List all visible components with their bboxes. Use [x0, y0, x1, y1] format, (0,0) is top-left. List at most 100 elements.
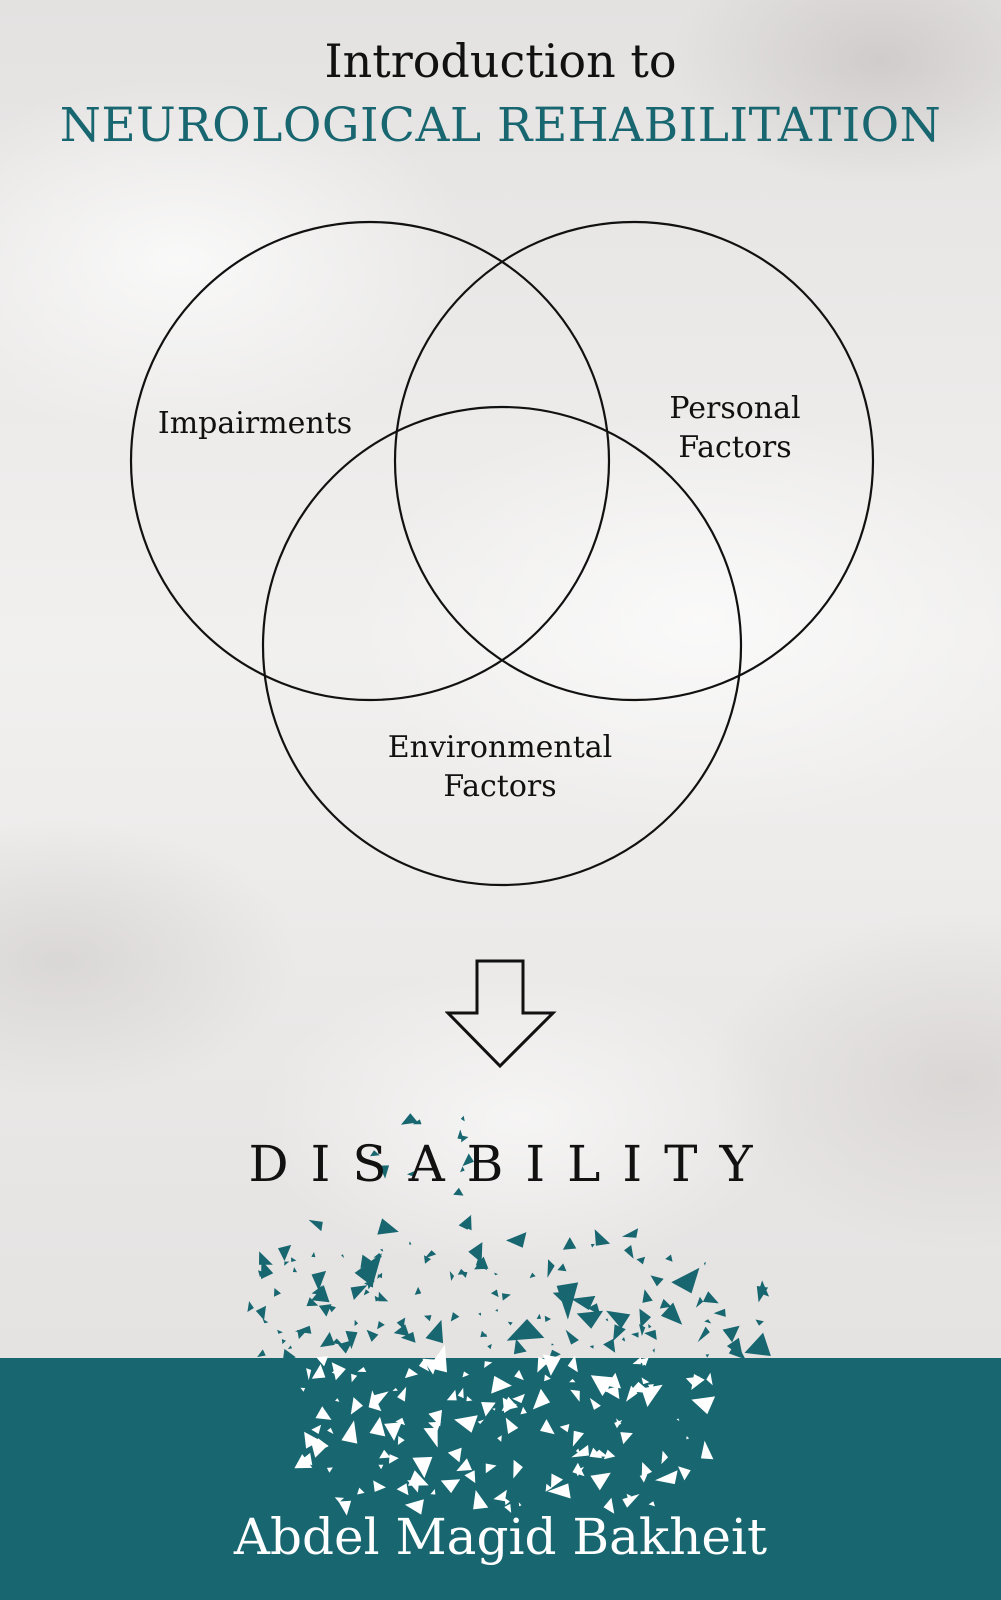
- shard: [247, 1301, 254, 1312]
- shard: [311, 1424, 322, 1434]
- shard: [703, 1261, 706, 1266]
- shard: [571, 1295, 596, 1310]
- shard: [576, 1310, 604, 1329]
- shard: [345, 1330, 358, 1350]
- shard: [326, 1467, 333, 1473]
- shard: [544, 1315, 551, 1322]
- shard: [594, 1229, 611, 1246]
- shard: [484, 1361, 493, 1368]
- shard: [540, 1419, 555, 1435]
- shard: [571, 1444, 589, 1458]
- shard: [603, 1497, 615, 1514]
- shard: [379, 1165, 390, 1179]
- shard: [393, 1324, 410, 1337]
- shard: [691, 1396, 716, 1415]
- label-environmental-line-2: Factors: [443, 769, 557, 804]
- shard: [565, 1329, 579, 1345]
- shard: [457, 1387, 464, 1399]
- shard: [461, 1135, 469, 1143]
- shard: [686, 1436, 690, 1440]
- shard: [462, 1371, 470, 1378]
- shard: [575, 1448, 580, 1454]
- shard: [473, 1490, 489, 1510]
- shard: [744, 1332, 771, 1356]
- shard: [636, 1256, 646, 1265]
- shard: [626, 1385, 638, 1402]
- shard: [396, 1483, 409, 1496]
- shard: [478, 1312, 481, 1316]
- shard: [294, 1325, 312, 1334]
- shard: [400, 1331, 416, 1343]
- shard: [552, 1291, 566, 1305]
- venn-diagram: [129, 220, 875, 887]
- shard: [491, 1375, 512, 1394]
- shard: [480, 1330, 488, 1338]
- shard: [395, 1417, 406, 1426]
- shard: [354, 1319, 359, 1326]
- shard: [373, 1480, 386, 1492]
- shard: [671, 1267, 700, 1294]
- shard: [700, 1440, 714, 1460]
- shard: [589, 1345, 594, 1349]
- author-name: Abdel Magid Bakheit: [233, 1508, 768, 1566]
- shard: [536, 1313, 542, 1319]
- shard: [351, 1373, 358, 1383]
- shard: [605, 1318, 609, 1322]
- shard: [255, 1305, 266, 1321]
- shard: [446, 1389, 457, 1401]
- shard: [644, 1329, 657, 1340]
- shard: [704, 1319, 712, 1324]
- shard: [518, 1502, 522, 1507]
- shard: [642, 1362, 645, 1366]
- shard: [603, 1338, 616, 1353]
- shard: [466, 1396, 473, 1402]
- shard: [702, 1291, 719, 1304]
- shard: [494, 1272, 499, 1276]
- label-environmental-factors: Environmental Factors: [350, 728, 650, 806]
- shard: [551, 1343, 554, 1346]
- shard: [447, 1447, 462, 1463]
- shard: [512, 1393, 525, 1404]
- shard: [308, 1219, 323, 1232]
- shard: [506, 1232, 527, 1248]
- shard: [300, 1387, 306, 1392]
- shard: [514, 1369, 524, 1381]
- shard: [513, 1459, 523, 1479]
- shard: [728, 1341, 746, 1360]
- shard: [374, 1295, 382, 1302]
- shard: [659, 1298, 672, 1309]
- shard: [360, 1254, 373, 1269]
- shard: [407, 1170, 416, 1177]
- shard: [350, 1285, 368, 1300]
- shard: [551, 1473, 564, 1489]
- shard: [377, 1272, 383, 1279]
- shard: [457, 1129, 464, 1140]
- down-arrow-icon: [445, 959, 557, 1069]
- shard: [493, 1489, 507, 1502]
- shard: [475, 1256, 488, 1271]
- shard: [655, 1470, 678, 1485]
- shard: [396, 1317, 406, 1329]
- shard: [652, 1348, 655, 1353]
- shard: [691, 1374, 705, 1390]
- title-line-2: NEUROLOGICAL REHABILITATION: [59, 98, 942, 153]
- shard: [262, 1318, 269, 1324]
- shard: [481, 1402, 496, 1417]
- shard: [490, 1289, 499, 1298]
- shard: [332, 1338, 343, 1345]
- shard: [569, 1378, 576, 1383]
- shard: [338, 1339, 354, 1354]
- shard: [335, 1398, 340, 1402]
- shard: [504, 1498, 510, 1506]
- shard: [639, 1324, 646, 1336]
- label-environmental-line-1: Environmental: [387, 730, 613, 765]
- shard: [624, 1245, 634, 1259]
- shard: [613, 1324, 626, 1341]
- shard: [513, 1338, 527, 1355]
- shard: [507, 1321, 513, 1326]
- shard: [631, 1332, 639, 1338]
- shard: [379, 1449, 391, 1459]
- label-personal-line-1: Personal: [669, 391, 801, 426]
- shard: [331, 1368, 338, 1375]
- shard: [277, 1329, 283, 1334]
